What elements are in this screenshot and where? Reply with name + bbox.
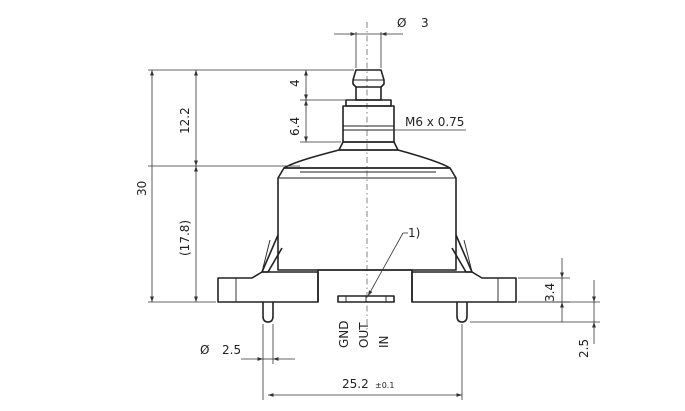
dim-body-height: (17.8) — [178, 166, 198, 302]
pin-spacing-tolerance: ±0.1 — [375, 381, 394, 390]
tip-diameter-symbol: Ø — [397, 16, 406, 30]
dim-pin-diameter: Ø 2.5 — [200, 324, 295, 400]
pin-label-in: IN — [377, 335, 391, 348]
dim-tip-length: 4 — [288, 70, 308, 100]
upper-height-value: 12.2 — [178, 107, 192, 134]
tip-length-value: 4 — [288, 79, 302, 87]
pin-label-out: OUT — [357, 322, 371, 348]
sensor-outline — [217, 69, 517, 323]
tip-diameter-value: 3 — [421, 16, 429, 30]
dim-upper-height: 12.2 — [178, 70, 198, 166]
dim-pin-length: 2.5 — [470, 280, 600, 358]
thread-spec-label: M6 x 0.75 — [405, 115, 464, 129]
footnote-leader: 1) — [367, 226, 420, 297]
pin-diameter-value: 2.5 — [222, 343, 241, 357]
thread-length-value: 6.4 — [288, 117, 302, 136]
dim-thread-length: 6.4 — [288, 100, 308, 142]
pin-label-gnd: GND — [337, 320, 351, 348]
body-height-value: (17.8) — [178, 220, 192, 256]
pin-spacing-value: 25.2 — [342, 377, 369, 391]
dim-flange-height: 3.4 — [518, 258, 570, 322]
pin-diameter-symbol: Ø — [200, 343, 209, 357]
dim-thread-spec: M6 x 0.75 — [394, 115, 466, 131]
dim-pin-spacing: 25.2 ±0.1 — [268, 324, 463, 400]
total-height-value: 30 — [135, 181, 149, 196]
flange-height-value: 3.4 — [543, 283, 557, 302]
dim-total-height: 30 — [135, 70, 154, 302]
pin-length-value: 2.5 — [577, 339, 591, 358]
pin-labels: GND OUT IN — [337, 320, 391, 348]
dim-tip-diameter: Ø 3 — [334, 16, 429, 68]
footnote-marker: 1) — [408, 226, 420, 240]
